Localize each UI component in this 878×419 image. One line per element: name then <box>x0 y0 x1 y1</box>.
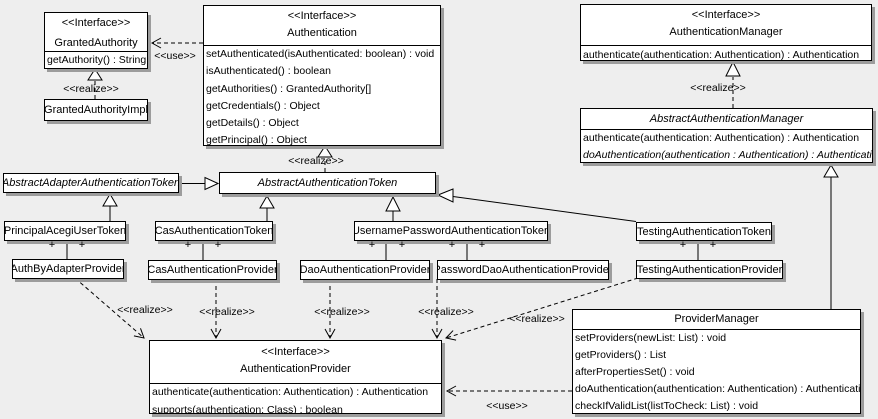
association-plus: + <box>448 239 456 251</box>
class-name: CasAuthenticationToken <box>155 225 273 237</box>
class-name: AbstractAuthenticationToken <box>257 177 398 189</box>
class-box-testing-authentication-token[interactable]: TestingAuthenticationToken <box>636 222 772 241</box>
class-box-abstract-adapter-authentication-token[interactable]: AbstractAdapterAuthenticationToken <box>3 173 179 193</box>
method: setAuthenticated(isAuthenticated: boolea… <box>206 48 435 60</box>
class-box-authentication[interactable]: <<Interface>> Authentication setAuthenti… <box>203 5 441 146</box>
class-name: GrantedAuthorityImpl <box>44 104 148 116</box>
class-name: DaoAuthenticationProvider <box>300 264 430 276</box>
class-box-cas-authentication-token[interactable]: CasAuthenticationToken <box>155 221 273 241</box>
class-name: AuthByAdapterProvider <box>12 263 124 275</box>
class-name: PasswordDaoAuthenticationProvider <box>437 264 609 276</box>
class-name: TestingAuthenticationToken <box>637 225 771 238</box>
edge-label-realize-cas: <<realize>> <box>199 306 255 318</box>
class-box-auth-by-adapter-provider[interactable]: AuthByAdapterProvider <box>12 259 124 279</box>
class-box-password-dao-authentication-provider[interactable]: PasswordDaoAuthenticationProvider <box>437 260 609 280</box>
edge-label-use-granted-authority: <<use>> <box>154 50 196 62</box>
edge-label-realize-authentication: <<realize>> <box>288 155 344 167</box>
edge-label-realize-testing: <<realize>> <box>509 313 565 325</box>
class-name: Authentication <box>287 27 357 39</box>
method: getDetails() : Object <box>206 117 299 130</box>
method: doAuthentication(authentication : Authen… <box>583 149 872 161</box>
stereotype-label: <<Interface>> <box>287 10 357 22</box>
class-name: ProviderManager <box>573 310 860 330</box>
class-name: UsernamePasswordAuthenticationToken <box>354 225 548 237</box>
association-plus: + <box>709 239 717 251</box>
association-plus: + <box>679 239 687 251</box>
class-box-provider-manager[interactable]: ProviderManager setProviders(newList: Li… <box>572 309 861 414</box>
edge-label-realize-password-dao: <<realize>> <box>418 306 474 318</box>
stereotype-label: <<Interface>> <box>261 346 330 358</box>
class-box-dao-authentication-provider[interactable]: DaoAuthenticationProvider <box>300 260 430 280</box>
method: supports(authentication: Class) : boolea… <box>152 403 343 414</box>
class-box-authentication-provider[interactable]: <<Interface>> AuthenticationProvider aut… <box>149 340 442 414</box>
edge-label-realize-authentication-manager: <<realize>> <box>690 82 746 94</box>
method: afterPropertiesSet() : void <box>575 366 695 378</box>
class-box-granted-authority-impl[interactable]: GrantedAuthorityImpl <box>44 99 148 121</box>
method: getProviders() : List <box>575 349 667 361</box>
class-name: GrantedAuthority <box>54 37 138 49</box>
usage-edges <box>150 37 572 397</box>
edge-label-realize-dao: <<realize>> <box>314 306 370 318</box>
method: getPrincipal() : Object <box>206 134 307 146</box>
method: authenticate(authentication: Authenticat… <box>583 132 860 144</box>
association-plus: + <box>184 239 192 251</box>
class-name: AuthenticationProvider <box>240 363 351 375</box>
class-name: AuthenticationManager <box>669 26 783 38</box>
method: setProviders(newList: List) : void <box>575 332 727 344</box>
class-name: CasAuthenticationProvider <box>148 264 277 276</box>
class-box-granted-authority[interactable]: <<Interface>> GrantedAuthority getAuthor… <box>44 12 148 69</box>
method: checkIfValidList(listToCheck: List) : vo… <box>575 400 759 412</box>
stereotype-label: <<Interface>> <box>691 9 761 21</box>
method: isAuthenticated() : boolean <box>206 65 331 78</box>
class-name: AbstractAdapterAuthenticationToken <box>3 177 179 189</box>
association-plus: + <box>398 239 406 251</box>
association-plus: + <box>368 239 376 251</box>
edge-label-realize-granted-authority: <<realize>> <box>63 83 119 95</box>
class-box-cas-authentication-provider[interactable]: CasAuthenticationProvider <box>148 260 277 280</box>
class-name: AbstractAuthenticationManager <box>581 109 872 130</box>
method: authenticate(authentication: Authenticat… <box>583 49 860 61</box>
association-plus: + <box>78 239 86 251</box>
class-name: PrincipalAcegiUserToken <box>4 225 126 237</box>
association-plus: + <box>478 239 486 251</box>
class-name: TestingAuthenticationProvider <box>636 263 783 276</box>
class-box-username-password-authentication-token[interactable]: UsernamePasswordAuthenticationToken <box>354 221 548 241</box>
method: getCredentials() : Object <box>206 99 320 112</box>
association-plus: + <box>214 239 222 251</box>
class-box-abstract-authentication-token[interactable]: AbstractAuthenticationToken <box>219 172 436 194</box>
edge-label-use-authentication-provider: <<use>> <box>486 400 528 412</box>
class-box-abstract-authentication-manager[interactable]: AbstractAuthenticationManager authentica… <box>580 108 873 163</box>
edge-label-realize-auth-by-adapter: <<realize>> <box>117 304 173 316</box>
class-box-testing-authentication-provider[interactable]: TestingAuthenticationProvider <box>636 260 783 279</box>
generalization-edges <box>102 164 839 309</box>
class-box-authentication-manager[interactable]: <<Interface>> AuthenticationManager auth… <box>580 4 872 61</box>
method: getAuthorities() : GrantedAuthority[] <box>206 82 372 95</box>
realization-edges <box>74 60 741 341</box>
method: authenticate(authentication: Authenticat… <box>152 386 429 398</box>
method: getAuthority() : String <box>47 54 147 66</box>
class-box-principal-acegi-user-token[interactable]: PrincipalAcegiUserToken <box>4 221 126 241</box>
association-plus: + <box>48 239 56 251</box>
method: doAuthentication(authentication: Authent… <box>575 383 860 395</box>
stereotype-label: <<Interface>> <box>61 17 131 29</box>
association-edges <box>66 240 699 260</box>
